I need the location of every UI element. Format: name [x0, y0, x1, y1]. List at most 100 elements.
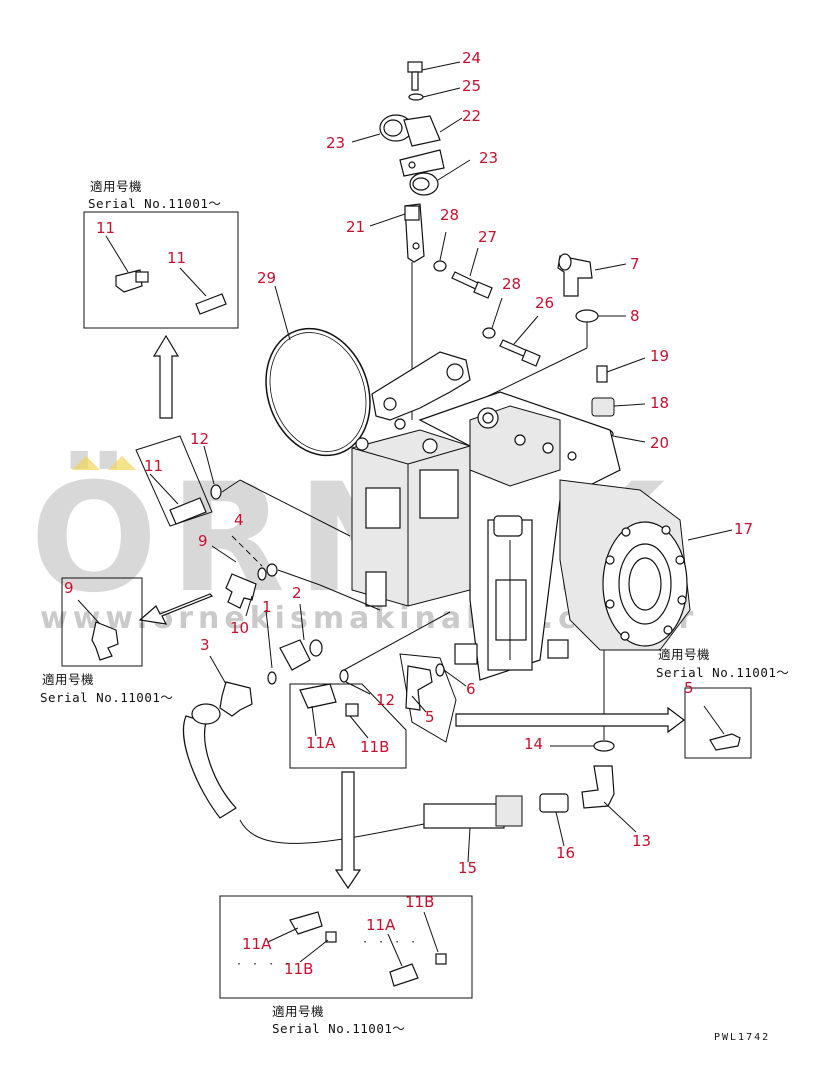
- fitting-9-inset: [91, 621, 119, 661]
- left-arrow-icon: [138, 593, 214, 625]
- inset-callout-11-left: 11: [144, 457, 163, 475]
- leader-6: [443, 669, 467, 687]
- inset-callout-11B-left: 11B: [284, 960, 313, 978]
- washer-25: [408, 93, 424, 101]
- leader-19: [606, 357, 646, 373]
- bracket-plate: [399, 149, 445, 177]
- leader-inset-11b: [179, 267, 207, 297]
- callout-15: 15: [458, 859, 477, 877]
- detail-box-11A-11B: [289, 683, 407, 769]
- serial-note-bottom-jp: 適用号機: [272, 1004, 324, 1019]
- serial-note-right: Serial No.11001〜: [656, 665, 789, 680]
- callout-4: 4: [234, 511, 244, 529]
- callout-29: 29: [257, 269, 276, 287]
- axis-line-8: [479, 347, 588, 401]
- leader-4: [231, 535, 263, 567]
- leader-13: [603, 801, 637, 833]
- fitting-11B: [345, 703, 359, 717]
- callout-7: 7: [630, 255, 640, 273]
- callout-11A: 11A: [306, 734, 336, 752]
- serial-note-top-left-jp: 適用号機: [90, 179, 142, 194]
- serial-note-right-jp: 適用号機: [658, 647, 710, 662]
- washer-28-lower: [482, 327, 496, 339]
- serial-note-left-jp: 適用号機: [42, 672, 94, 687]
- leader-2: [299, 603, 305, 641]
- leader-9: [211, 545, 237, 563]
- fitting-5: [405, 665, 433, 711]
- detail-box-top-left: [83, 211, 239, 329]
- down-arrow-icon: [334, 771, 362, 890]
- callout-5: 5: [425, 708, 435, 726]
- fitting-2: [279, 639, 311, 671]
- hose-15-end: [182, 715, 237, 819]
- inset-dots-left: · · · ·: [236, 959, 292, 970]
- o-ring-6: [435, 663, 445, 677]
- main-pump-assembly: [351, 351, 733, 740]
- leader-22: [439, 117, 463, 133]
- fitting-3: [219, 681, 253, 717]
- inset-callout-11B-top: 11B: [405, 893, 434, 911]
- leader-23a: [351, 133, 381, 143]
- callout-13: 13: [632, 832, 651, 850]
- leader-inset-9: [77, 599, 101, 625]
- callout-23-upper: 23: [326, 134, 345, 152]
- bracket-assembly: [351, 61, 541, 420]
- leader-11B: [349, 715, 369, 739]
- leader-12a: [203, 445, 215, 485]
- leader-3: [209, 655, 227, 685]
- leader-inset-11-left: [149, 473, 179, 505]
- leader-15: [467, 827, 471, 863]
- leader-25: [422, 87, 461, 98]
- fitting-11A: [299, 683, 337, 709]
- o-ring-12-lower: [339, 669, 349, 683]
- hose-assembly: [182, 703, 637, 863]
- callout-3: 3: [200, 636, 210, 654]
- hose-15: [423, 803, 505, 829]
- callout-16: 16: [556, 844, 575, 862]
- leader-inset-11a: [105, 235, 129, 273]
- callout-2: 2: [292, 584, 302, 602]
- inset-callout-5: 5: [684, 679, 694, 697]
- up-arrow-icon: [152, 334, 180, 419]
- fitting-11-straight: [195, 293, 227, 315]
- drawing-code: PWL1742: [714, 1032, 770, 1043]
- hose-line: [239, 819, 425, 844]
- right-arrow-icon: [455, 706, 685, 734]
- detail-box-5: [399, 653, 457, 743]
- elbow-13: [581, 765, 615, 809]
- leader-16: [555, 811, 565, 847]
- o-ring-29: [265, 327, 371, 457]
- leader-23b: [437, 159, 471, 181]
- callout-22: 22: [462, 107, 481, 125]
- leader-5: [411, 695, 427, 713]
- fitting-11B-inset-left: [325, 931, 337, 943]
- callout-19: 19: [650, 347, 669, 365]
- callout-28-upper: 28: [440, 206, 459, 224]
- left-fittings: [203, 445, 451, 717]
- callout-26: 26: [535, 294, 554, 312]
- callout-27: 27: [478, 228, 497, 246]
- callout-8: 8: [630, 307, 640, 325]
- leader-20: [612, 435, 646, 443]
- callout-9: 9: [198, 532, 208, 550]
- center-fittings: [289, 653, 467, 769]
- o-ring-12-upper: [210, 484, 222, 500]
- serial-notes: 適用号機 Serial No.11001〜 適用号機 Serial No.110…: [40, 179, 789, 1036]
- leader-28b: [491, 297, 503, 329]
- leader-1: [265, 609, 273, 669]
- watermark-accent-icon: [108, 456, 136, 470]
- leader-28a: [439, 231, 447, 261]
- leader-inset-11B-left: [299, 939, 329, 963]
- fitting-11B-inset-right: [435, 953, 447, 965]
- washer-28-upper: [433, 260, 447, 272]
- clamp-plate-22: [403, 115, 441, 147]
- bolt-24-shank: [411, 71, 419, 91]
- inset-callout-11A-left: 11A: [242, 935, 272, 953]
- callout-10: 10: [230, 619, 249, 637]
- inset-callout-11A-right: 11A: [366, 916, 396, 934]
- callout-14: 14: [524, 735, 543, 753]
- callout-21: 21: [346, 218, 365, 236]
- o-ring-29-group: [265, 285, 371, 457]
